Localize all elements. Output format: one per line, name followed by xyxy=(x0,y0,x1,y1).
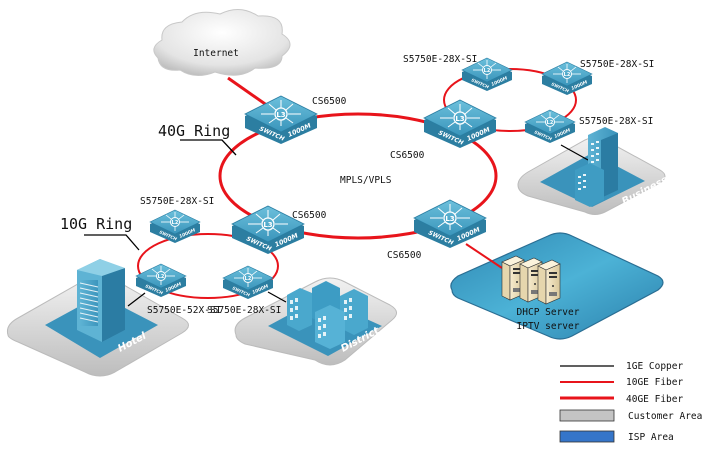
access-left-label: S5750E-52X-SI xyxy=(147,305,221,316)
business-top-left-label: S5750E-28X-SI xyxy=(403,54,477,65)
dhcp-server-label: DHCP Server xyxy=(517,307,580,318)
svg-text:Customer Area: Customer Area xyxy=(628,411,702,422)
business-copper-link xyxy=(560,144,589,161)
business-top-right-label: S5750E-28X-SI xyxy=(580,59,654,70)
core-left-label: CS6500 xyxy=(292,210,327,221)
core-ring-40g xyxy=(218,112,498,240)
legend-item-10ge-fiber: 10GE Fiber xyxy=(560,377,683,388)
core-right-label: CS6500 xyxy=(390,150,425,161)
legend: 1GE Copper 10GE Fiber 40GE Fiber Custome… xyxy=(559,361,702,443)
svg-text:40GE Fiber: 40GE Fiber xyxy=(626,394,683,405)
legend-item-copper: 1GE Copper xyxy=(560,361,683,372)
core-bottom-label: CS6500 xyxy=(387,250,422,261)
switch-access-left[interactable] xyxy=(135,263,187,298)
hotel-copper-link xyxy=(127,292,146,307)
business-bottom-label: S5750E-28X-SI xyxy=(579,116,653,127)
legend-item-40ge-fiber: 40GE Fiber xyxy=(560,394,683,405)
switch-access-top[interactable] xyxy=(149,209,201,244)
access-top-label: S5750E-28X-SI xyxy=(140,196,214,207)
internet-cloud: Internet xyxy=(153,9,291,76)
core-ring-label: 40G Ring xyxy=(158,122,230,140)
district-copper-link xyxy=(267,291,287,303)
switch-core-right[interactable] xyxy=(423,99,497,149)
iptv-server-label: IPTV server xyxy=(517,321,580,332)
svg-text:1GE Copper: 1GE Copper xyxy=(626,361,683,372)
access-ring-label: 10G Ring xyxy=(60,215,132,233)
legend-item-customer-area: Customer Area xyxy=(559,409,702,422)
legend-item-isp-area: ISP Area xyxy=(559,430,674,443)
internet-uplink xyxy=(227,76,269,108)
access-ring-callout xyxy=(84,234,140,251)
server-icon xyxy=(501,255,561,305)
isp-uplink xyxy=(465,243,503,269)
core-ring-callout xyxy=(180,139,237,156)
core-top-label: CS6500 xyxy=(312,96,347,107)
hotel-building-icon xyxy=(77,259,125,342)
business-building-icon xyxy=(575,127,618,207)
svg-text:ISP Area: ISP Area xyxy=(628,432,674,443)
switch-core-top[interactable] xyxy=(244,95,318,145)
internet-label: Internet xyxy=(193,48,239,59)
district-buildings-icon xyxy=(287,281,368,349)
mpls-vpls-label: MPLS/VPLS xyxy=(340,175,392,186)
access-right-label: S5750E-28X-SI xyxy=(207,305,281,316)
svg-text:10GE Fiber: 10GE Fiber xyxy=(626,377,683,388)
access-ring-10g xyxy=(137,233,279,299)
switch-access-right[interactable] xyxy=(222,265,274,300)
